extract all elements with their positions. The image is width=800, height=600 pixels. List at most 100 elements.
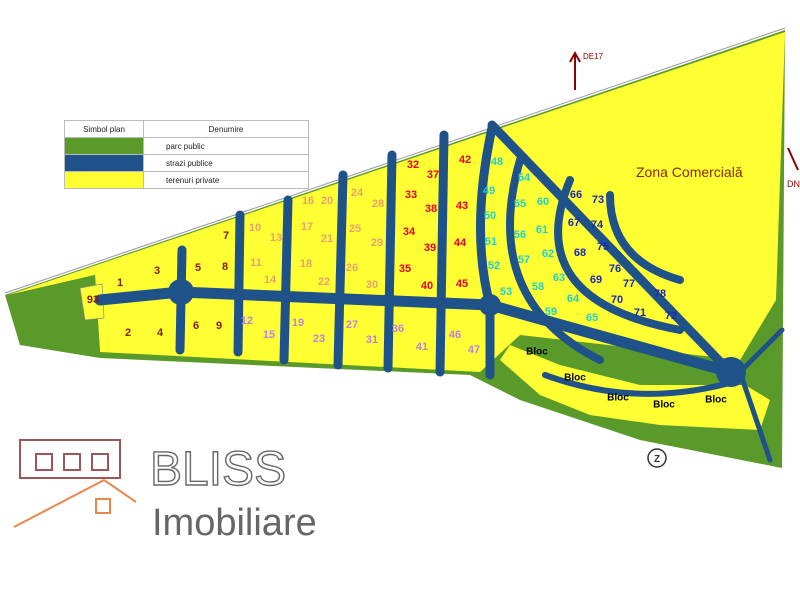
plot-13: 13 — [269, 232, 283, 244]
plot-69: 69 — [589, 274, 603, 286]
plot-61: 61 — [535, 224, 549, 236]
plot-54: 54 — [517, 172, 531, 184]
plot-30: 30 — [365, 279, 379, 291]
plot-32: 32 — [406, 159, 420, 171]
dn-arrow-icon — [787, 147, 799, 171]
plot-51: 51 — [484, 236, 498, 248]
plot-3: 3 — [153, 265, 161, 277]
plot-28: 28 — [371, 198, 385, 210]
legend-label-park: parc public — [143, 137, 309, 155]
plot-70: 70 — [610, 294, 624, 306]
plot-65: 65 — [585, 312, 599, 324]
plot-68: 68 — [573, 247, 587, 259]
plot-29: 29 — [370, 237, 384, 249]
plot-64: 64 — [566, 293, 580, 305]
plot-53: 53 — [499, 286, 513, 298]
plot-8: 8 — [221, 261, 229, 273]
legend-label-private: terenuri private — [143, 171, 309, 189]
plot-58: 58 — [531, 281, 545, 293]
plot-35: 35 — [398, 263, 412, 275]
plot-71: 71 — [633, 307, 647, 319]
plot-77: 77 — [622, 278, 636, 290]
north-arrow-icon: Z — [647, 448, 667, 468]
plot-46: 46 — [448, 329, 462, 341]
plot-57: 57 — [517, 254, 531, 266]
plot-10: 10 — [248, 222, 262, 234]
plot-41: 41 — [415, 341, 429, 353]
plot-4: 4 — [156, 327, 164, 339]
bloc-label: Bloc — [564, 372, 586, 384]
plot-33: 33 — [404, 189, 418, 201]
legend-swatch-roads — [64, 154, 144, 172]
plot-56: 56 — [513, 229, 527, 241]
commercial-zone-label: Zona Comercială — [636, 164, 743, 180]
plot-5: 5 — [194, 262, 202, 274]
plot-67: 67 — [567, 217, 581, 229]
plot-17: 17 — [300, 221, 314, 233]
plot-34: 34 — [402, 226, 416, 238]
legend-header-symbol: Simbol plan — [64, 120, 144, 138]
plot-36: 36 — [391, 323, 405, 335]
legend-header-name: Denumire — [143, 120, 309, 138]
park-left — [8, 275, 100, 352]
plot-25: 25 — [348, 223, 362, 235]
plot-37: 37 — [426, 169, 440, 181]
plot-78: 78 — [653, 288, 667, 300]
de17-arrow-icon — [569, 50, 581, 90]
plot-22: 22 — [317, 276, 331, 288]
plot-14: 14 — [263, 274, 277, 286]
plot-23: 23 — [312, 333, 326, 345]
plot-47: 47 — [467, 344, 481, 356]
plot-24: 24 — [350, 187, 364, 199]
plot-42: 42 — [458, 154, 472, 166]
plot-49: 49 — [482, 185, 496, 197]
svg-text:Z: Z — [654, 454, 660, 465]
plot-21: 21 — [320, 233, 334, 245]
plot-7: 7 — [222, 230, 230, 242]
plot-40: 40 — [420, 280, 434, 292]
plot-74: 74 — [590, 219, 604, 231]
legend-label-roads: strazi publice — [143, 154, 309, 172]
plot-59: 59 — [544, 306, 558, 318]
plot-55: 55 — [513, 198, 527, 210]
plot-12: 12 — [240, 315, 254, 327]
plot-20: 20 — [320, 195, 334, 207]
legend-swatch-private — [64, 171, 144, 189]
plot-31: 31 — [365, 334, 379, 346]
roundabout-west — [168, 279, 194, 305]
plot-27: 27 — [345, 319, 359, 331]
watermark-line1: BLISS — [150, 443, 286, 496]
bloc-label: Bloc — [607, 392, 629, 404]
plot-19: 19 — [291, 317, 305, 329]
plot-76: 76 — [608, 263, 622, 275]
plot-11: 11 — [250, 257, 262, 269]
plot-6: 6 — [192, 320, 200, 332]
roundabout-east — [716, 357, 746, 387]
plot-73: 73 — [591, 194, 605, 206]
plot-45: 45 — [455, 278, 469, 290]
plot-93 — [79, 283, 105, 321]
bloc-label: Bloc — [653, 399, 675, 411]
plot-93: 93 — [86, 294, 100, 306]
plot-15: 15 — [262, 329, 276, 341]
plot-16: 16 — [301, 195, 315, 207]
bloc-label: Bloc — [526, 346, 548, 358]
plot-38: 38 — [424, 203, 438, 215]
plot-18: 18 — [299, 258, 313, 270]
plot-43: 43 — [455, 200, 469, 212]
plot-75: 75 — [596, 241, 610, 253]
plot-2: 2 — [124, 327, 132, 339]
plot-39: 39 — [423, 242, 437, 254]
bloc-label: Bloc — [705, 394, 727, 406]
plot-1: 1 — [116, 277, 124, 289]
private-land-bloc — [500, 345, 770, 430]
plot-48: 48 — [490, 156, 504, 168]
plot-44: 44 — [453, 237, 467, 249]
plot-50: 50 — [483, 210, 497, 222]
watermark-line2: Imobiliare — [152, 502, 317, 544]
plot-63: 63 — [552, 272, 566, 284]
plot-66: 66 — [569, 189, 583, 201]
plot-26: 26 — [345, 262, 359, 274]
